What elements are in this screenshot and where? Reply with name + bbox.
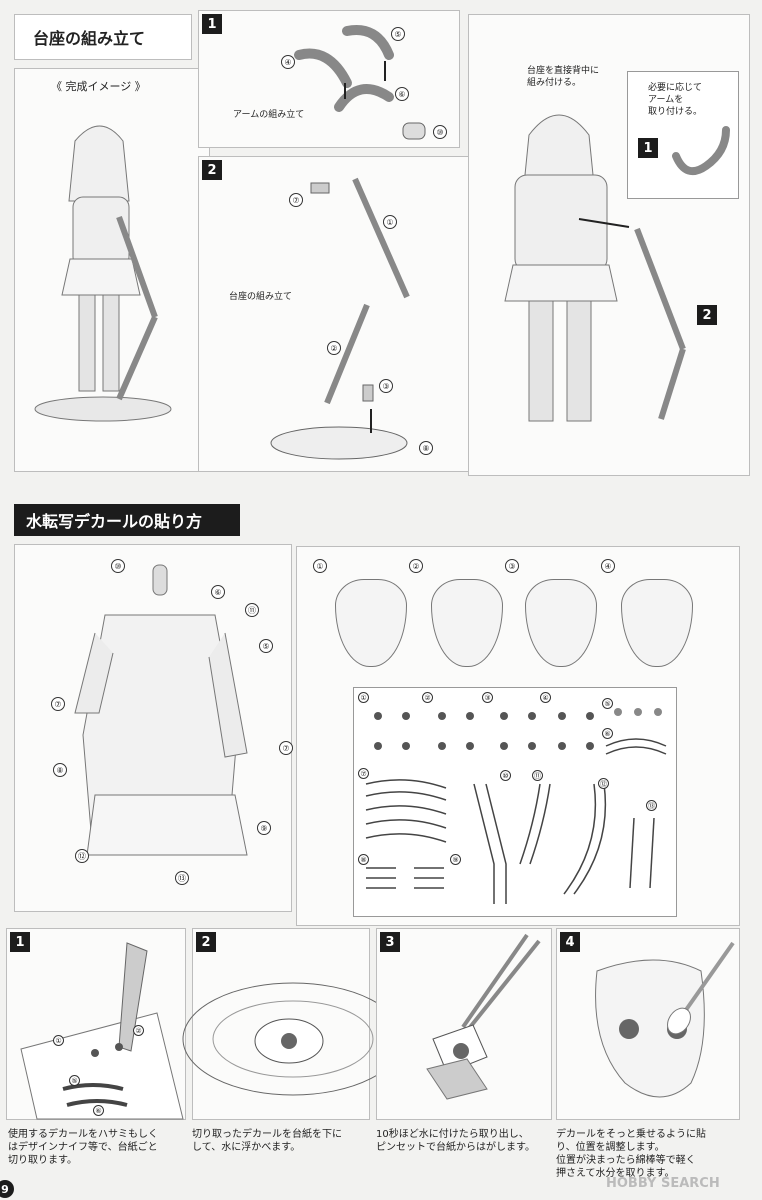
face-label-2: ② bbox=[409, 559, 423, 573]
attach-back-label: 台座を直接背中に 組み付ける。 bbox=[527, 66, 600, 88]
sheet-label-8: ⑧ bbox=[358, 854, 369, 865]
jacket-label-5: ⑤ bbox=[259, 639, 273, 653]
jacket-label-10: ⑩ bbox=[111, 559, 125, 573]
mini-sheet-label-2: ② bbox=[133, 1025, 144, 1036]
decal-parts-panel: ⑩ ⑥ ⑪ ⑤ ⑦ ⑧ ⑦ ⑨ ⑫ ⑬ bbox=[14, 544, 293, 912]
part-number-3: ③ bbox=[379, 379, 393, 393]
complete-image-label: 《 完成イメージ 》 bbox=[51, 80, 146, 93]
step-3-panel bbox=[376, 928, 552, 1120]
step-2-panel bbox=[182, 928, 404, 1120]
face-plate-2 bbox=[431, 579, 503, 667]
decal-sheet-panel: ① ② ③ ④ bbox=[296, 546, 740, 926]
step-1-badge: 1 bbox=[202, 14, 222, 34]
sheet-label-4: ④ bbox=[540, 692, 551, 703]
decal-step-1-badge: 1 bbox=[10, 932, 30, 952]
sheet-label-12: ⑫ bbox=[598, 778, 609, 789]
part-number-6: ⑥ bbox=[395, 87, 409, 101]
arm-part-illustration bbox=[672, 126, 730, 176]
cutting-decal-illustration bbox=[20, 942, 184, 1120]
jacket-label-9: ⑨ bbox=[257, 821, 271, 835]
step-2-badge: 2 bbox=[202, 160, 222, 180]
sheet-label-3: ③ bbox=[482, 692, 493, 703]
part-number-1: ① bbox=[383, 215, 397, 229]
tweezers-illustration bbox=[426, 933, 541, 1100]
page-number: 9 bbox=[0, 1180, 14, 1198]
base-assembly-panel: 台座の組み立て ⑦ ① ② ③ ⑧ bbox=[198, 156, 470, 472]
jacket-label-12: ⑫ bbox=[75, 849, 89, 863]
face-plate-1 bbox=[335, 579, 407, 667]
decal-sheet-marks bbox=[365, 708, 667, 904]
face-label-3: ③ bbox=[505, 559, 519, 573]
sheet-label-2: ② bbox=[422, 692, 433, 703]
jacket-label-7-right: ⑦ bbox=[279, 741, 293, 755]
sheet-label-10: ⑩ bbox=[500, 770, 511, 781]
decal-step-4-text: デカールをそっと乗せるように貼 り、位置を調整します。 位置が決まったら綿棒等で… bbox=[556, 1129, 706, 1179]
sheet-label-9: ⑨ bbox=[450, 854, 461, 865]
decal-step-4-badge: 4 bbox=[560, 932, 580, 952]
mini-sheet-label-5: ⑤ bbox=[69, 1075, 80, 1086]
arm-assembly-label: アームの組み立て bbox=[233, 110, 305, 120]
sheet-label-11: ⑪ bbox=[532, 770, 543, 781]
jacket-label-7-left: ⑦ bbox=[51, 697, 65, 711]
part-number-8: ⑧ bbox=[419, 441, 433, 455]
decal-step-3-text: 10秒ほど水に付けたら取り出し、 ピンセットで台紙からはがします。 bbox=[376, 1129, 535, 1153]
face-apply-illustration bbox=[595, 941, 735, 1098]
complete-image-panel: 《 完成イメージ 》 bbox=[14, 68, 210, 472]
base-assembly-label: 台座の組み立て bbox=[229, 292, 293, 302]
part-number-5: ⑤ bbox=[391, 27, 405, 41]
part-number-10: ⑩ bbox=[433, 125, 447, 139]
sheet-label-13: ⑬ bbox=[646, 800, 657, 811]
step-2-side-badge: 2 bbox=[697, 305, 717, 325]
arm-parts-illustration bbox=[294, 25, 426, 140]
base-parts-illustration bbox=[270, 177, 410, 460]
base-section-title: 台座の組み立て bbox=[14, 14, 192, 60]
jacket-label-8: ⑧ bbox=[53, 763, 67, 777]
figure-complete-illustration bbox=[34, 125, 172, 422]
mini-sheet-label-6: ⑥ bbox=[93, 1105, 104, 1116]
part-number-7: ⑦ bbox=[289, 193, 303, 207]
decal-sheet: ① ② ③ ④ ⑤ ⑥ ⑦ ⑧ ⑨ ⑩ ⑪ ⑫ ⑬ bbox=[353, 687, 677, 917]
sheet-label-6: ⑥ bbox=[602, 728, 613, 739]
jacket-label-6: ⑥ bbox=[211, 585, 225, 599]
step-1-panel: ① ② ⑤ ⑥ bbox=[6, 928, 186, 1120]
face-plate-4 bbox=[621, 579, 693, 667]
face-label-4: ④ bbox=[601, 559, 615, 573]
decal-step-2-badge: 2 bbox=[196, 932, 216, 952]
face-label-1: ① bbox=[313, 559, 327, 573]
step-1-callout-badge: 1 bbox=[638, 138, 658, 158]
mini-sheet-label-1: ① bbox=[53, 1035, 64, 1046]
jacket-label-13: ⑬ bbox=[175, 871, 189, 885]
decal-step-2-text: 切り取ったデカールを台紙を下に して、水に浮かべます。 bbox=[192, 1129, 342, 1153]
decal-section-title: 水転写デカールの貼り方 bbox=[14, 504, 240, 536]
decal-step-1-text: 使用するデカールをハサミもしく はデザインナイフ等で、台紙ごと 切り取ります。 bbox=[8, 1129, 158, 1166]
decal-step-3-badge: 3 bbox=[380, 932, 400, 952]
part-number-2: ② bbox=[327, 341, 341, 355]
jacket-label-11: ⑪ bbox=[245, 603, 259, 617]
jacket-illustration bbox=[74, 564, 248, 856]
attach-panel: 台座を直接背中に 組み付ける。 必要に応じて アームを 取り付ける。 1 2 bbox=[468, 14, 750, 476]
attach-arm-label: 必要に応じて アームを 取り付ける。 bbox=[648, 83, 703, 117]
figure-attach-illustration bbox=[504, 114, 686, 422]
part-number-4: ④ bbox=[281, 55, 295, 69]
arm-assembly-panel: アームの組み立て ④ ⑤ ⑥ ⑩ bbox=[198, 10, 460, 148]
sheet-label-5: ⑤ bbox=[602, 698, 613, 709]
face-plate-3 bbox=[525, 579, 597, 667]
step-4-panel bbox=[556, 928, 740, 1120]
watermark-logo: HOBBY SEARCH bbox=[606, 1176, 720, 1191]
sheet-label-7: ⑦ bbox=[358, 768, 369, 779]
sheet-label-1: ① bbox=[358, 692, 369, 703]
attach-arm-callout: 必要に応じて アームを 取り付ける。 1 bbox=[627, 71, 739, 199]
floating-decal-illustration bbox=[182, 982, 404, 1096]
